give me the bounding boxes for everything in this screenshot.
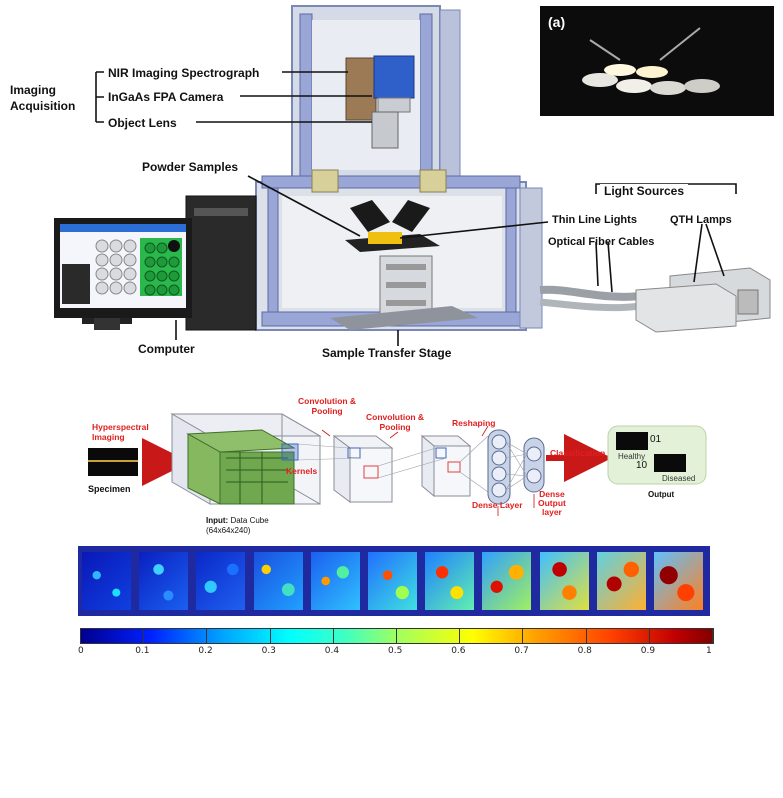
colorbar-tick-label: 0.1: [135, 646, 150, 656]
healthy-code: 01: [650, 434, 662, 445]
camera-label: InGaAs FPA Camera: [108, 90, 224, 104]
colorbar-tick-label: 0.8: [577, 646, 592, 656]
colorbar-tick-mark: [648, 628, 650, 644]
healthy-swatch: [616, 432, 648, 450]
kernels-label: Kernels: [286, 466, 318, 476]
colorbar-tick-mark: [332, 628, 334, 644]
colorbar-tick-label: 0.9: [640, 646, 656, 656]
qth-lamps-label: QTH Lamps: [670, 214, 732, 226]
heatmap-cell: [253, 552, 303, 610]
monitor-wells: [95, 239, 137, 295]
colorbar-tick-mark: [585, 628, 587, 644]
colorbar-tick-label: 0.3: [261, 646, 276, 656]
colorbar-tick-mark: [522, 628, 524, 644]
colorbar-tick-label: 0.5: [388, 646, 403, 656]
fiber-cable-2: [539, 298, 641, 312]
conv-block-2: [420, 434, 472, 498]
colorbar-tick-mark: [80, 628, 81, 644]
camera-assembly: [345, 55, 415, 149]
classification-label: Classification: [550, 448, 606, 458]
sample-stage: [330, 200, 478, 330]
colorbar-tick-label: 0.6: [451, 646, 466, 656]
fiber-cable-1: [539, 285, 641, 301]
monitor-black-well: [168, 240, 180, 252]
heatmap-cell: [425, 552, 475, 610]
colorbar-tick-label: 0.2: [198, 646, 213, 656]
healthy-label: Healthy: [618, 452, 646, 461]
specimen-label: Specimen: [88, 484, 131, 494]
optical-fiber-label: Optical Fiber Cables: [548, 236, 655, 248]
conv2-label: Convolution & Pooling: [366, 412, 425, 432]
colorbar: [80, 628, 714, 644]
qth-lamps: [635, 267, 771, 333]
colorbar-tick-mark: [269, 628, 271, 644]
dense-output-layer: [523, 437, 545, 493]
light-sources-label: Light Sources: [600, 184, 689, 198]
conv-block-1: [332, 435, 394, 503]
colorbar-tick-mark: [396, 628, 397, 644]
setup-illustration: [54, 5, 774, 346]
thin-line-lights-label: Thin Line Lights: [552, 214, 637, 226]
sample-stage-label: Sample Transfer Stage: [322, 346, 452, 360]
conv1-label: Convolution & Pooling: [298, 396, 357, 416]
input-dims: (64x64x240): [206, 526, 251, 535]
heatmap-cell: [482, 552, 532, 610]
diseased-label: Diseased: [662, 474, 696, 483]
heatmap-cell: [310, 552, 360, 610]
reshaping-label: Reshaping: [452, 418, 496, 428]
output-neurons: [526, 446, 542, 484]
inset-photo: [540, 6, 774, 116]
red-leaders: [321, 425, 535, 516]
heatmap-cell: [539, 552, 589, 610]
computer-tower: [185, 195, 257, 331]
diseased-swatch: [654, 454, 686, 472]
colorbar-tick-mark: [459, 628, 461, 644]
object-lens-label: Object Lens: [108, 116, 177, 130]
hyperspectral-label: Hyperspectral Imaging: [92, 422, 149, 442]
nir-spectrograph-label: NIR Imaging Spectrograph: [108, 66, 260, 80]
connector-lines: [297, 435, 489, 493]
input-label: Input: Data Cube (64x64x240): [206, 516, 269, 536]
powder-samples-label: Powder Samples: [142, 160, 239, 174]
colorbar-tick-mark: [143, 628, 145, 644]
colorbar-tick-mark: [712, 628, 713, 644]
dense-layer-label: Dense Layer: [472, 500, 523, 510]
heatmap-cell: [596, 552, 646, 610]
colorbar-tick-label: 0.4: [324, 646, 340, 656]
computer-label: Computer: [138, 342, 195, 356]
lower-cabinet: [255, 169, 543, 331]
imaging-acquisition-label: Imaging Acquisition: [10, 83, 76, 113]
monitor-green-wells: [144, 242, 180, 296]
dense-connections: [505, 441, 528, 491]
colorbar-tick-label: 0: [78, 646, 84, 656]
kernel-box: [281, 443, 299, 461]
output-label: Output: [648, 490, 675, 499]
colorbar-tick-label: 0.7: [514, 646, 529, 656]
input-label-rest: Data Cube: [228, 516, 269, 525]
monitor: [54, 218, 192, 330]
colorbar-tick-mark: [206, 628, 208, 644]
diseased-code: 10: [636, 460, 648, 471]
cnn-diagram: [78, 410, 707, 518]
heatmap-cell: [82, 552, 131, 610]
dense-output-label: Dense Output layer: [538, 489, 566, 517]
heatmap-cell: [654, 552, 703, 610]
heatmap-cell: [368, 552, 417, 610]
data-cube-green: [186, 429, 296, 505]
heatmap-cell: [196, 552, 246, 610]
heatmap-cell: [139, 552, 189, 610]
inset-label: (a): [548, 14, 566, 30]
colorbar-tick-label: 1: [706, 646, 712, 656]
input-label-bold: Input:: [206, 516, 229, 525]
